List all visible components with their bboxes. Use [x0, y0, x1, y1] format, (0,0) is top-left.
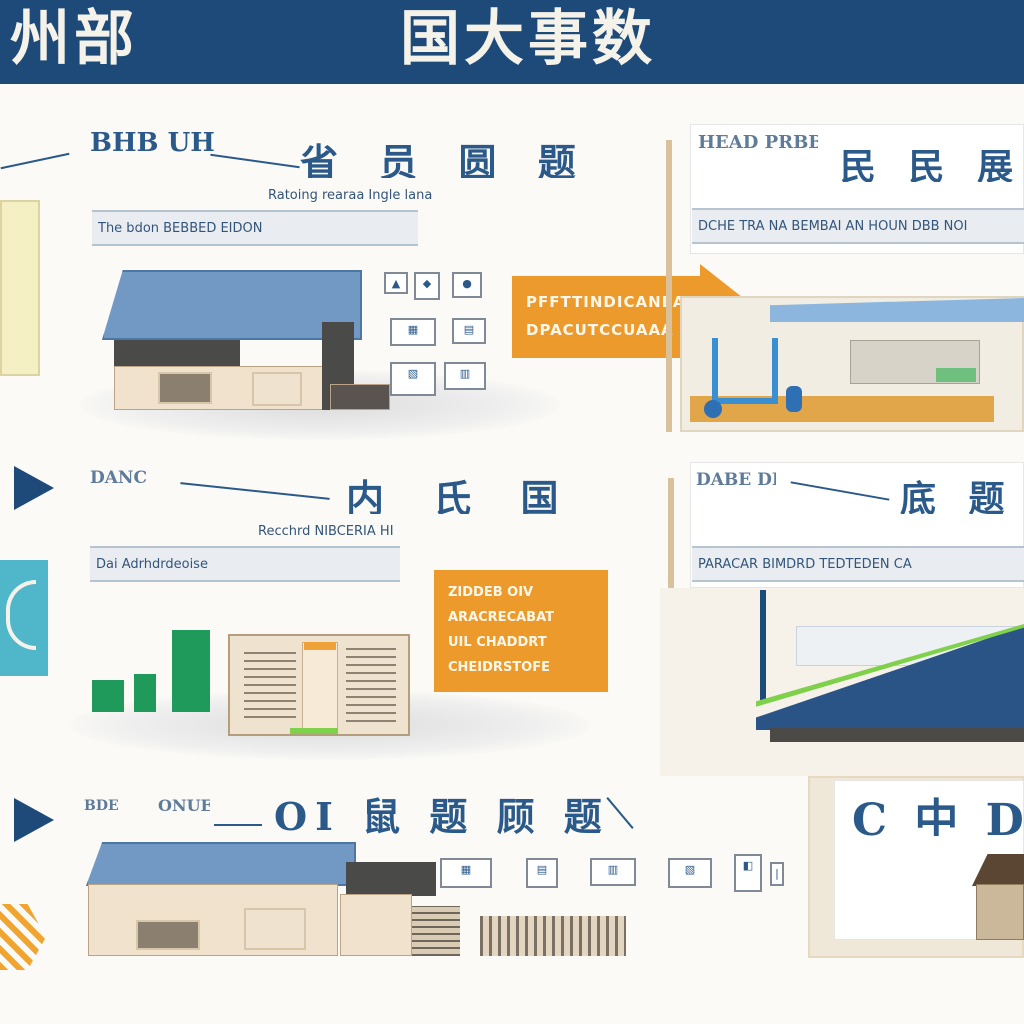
detail-tile: ▧ [390, 362, 436, 396]
cabinet-base-light [290, 728, 338, 734]
panel-post [666, 140, 672, 432]
green-bar [92, 680, 124, 712]
house-annex-roof [346, 862, 436, 896]
detail-tile: ▥ [590, 858, 636, 886]
row3-left-heading: BDE [84, 798, 119, 814]
roof-base [770, 728, 1024, 742]
scene-figure [786, 386, 802, 412]
storage-rack [480, 916, 626, 956]
row3-right-heading: C 中 D [852, 795, 1024, 836]
row2-left-strip-text: Dai Adrhdrdeoise [96, 557, 208, 572]
scene-frame [712, 338, 778, 404]
cabinet-door [302, 642, 338, 732]
scene-pole [760, 590, 766, 702]
scene-figure [704, 400, 722, 418]
header-band [0, 0, 1024, 84]
row2-left-heading: DANC [90, 468, 148, 488]
side-yellow-card [0, 200, 40, 376]
cabinet-indicator [304, 642, 336, 650]
row1-left-strip-text: The bdon BEBBED EIDON [98, 221, 263, 236]
row1-right-heading: HEAD PRBB [698, 132, 818, 153]
row1-left-heading: BHB UH [90, 128, 215, 158]
row2-right-heading: DABE DRKE [696, 470, 776, 490]
row1-right-heading-main: 民 民 展 [840, 146, 1024, 182]
connector-line [214, 824, 262, 826]
play-triangle-icon [14, 798, 54, 842]
detail-tile: ▤ [526, 858, 558, 888]
detail-tile: ▥ [444, 362, 486, 390]
detail-tile: ▧ [668, 858, 712, 888]
banner-line: DPACUTCCUAAA [526, 321, 674, 339]
house-roof [86, 842, 356, 886]
info-line: ZIDDEB OIV [448, 585, 534, 600]
detail-tile: ◆ [414, 272, 440, 300]
banner-line: PFFTTINDICANEA [526, 293, 686, 311]
row1-right-strip-text: DCHE TRA NA BEMBAI AN HOUN DBB NOI [698, 219, 968, 234]
house-annex-wall [340, 894, 412, 956]
detail-tile: ▦ [440, 858, 492, 888]
info-line: ARACRECABAT [448, 610, 554, 625]
row2-right-heading-main: 底 题 [900, 478, 1015, 514]
orange-pattern-badge [0, 904, 46, 970]
detail-tile: ▲ [384, 272, 408, 294]
row1-left-heading-main: 省 员 圆 题 [300, 140, 590, 178]
detail-tile: ◧ [734, 854, 762, 892]
info-line: CHEIDRSTOFE [448, 660, 550, 675]
detail-tile: ▤ [452, 318, 486, 344]
info-line: UIL CHADDRT [448, 635, 547, 650]
house-door [252, 372, 302, 406]
row2-left-heading-main: 内 氏 国 [346, 476, 577, 514]
cabinet-panel [244, 646, 296, 718]
house-door [244, 908, 306, 950]
house-window [136, 920, 200, 950]
cabinet-panel [346, 646, 396, 722]
detail-tile: ● [452, 272, 482, 298]
orange-info-box: ZIDDEB OIV ARACRECABAT UIL CHADDRT CHEID… [434, 570, 608, 692]
connector-line [606, 797, 634, 829]
detail-tile: | [770, 862, 784, 886]
green-bar [134, 674, 156, 712]
row3-left-heading-main: OI 鼠 题 顾 题 [274, 794, 604, 834]
connector-line [0, 152, 70, 170]
orange-arrow-banner: PFFTTINDICANEA DPACUTCCUAAA [512, 276, 702, 358]
connector-line [180, 482, 330, 500]
header-right-title: 国大事数 [400, 4, 656, 74]
house-window [158, 372, 212, 404]
green-bar [172, 630, 210, 712]
row2-left-subline: Recchrd NIBCERIA HI [258, 524, 394, 539]
header-gap [300, 0, 396, 84]
header-left-title: 州部 [10, 4, 138, 74]
mini-house-wall [976, 884, 1024, 940]
row3-left-heading-mid: ONUE [158, 796, 210, 815]
house-eave [114, 340, 240, 368]
row2-left-strip: Dai Adrhdrdeoise [90, 546, 400, 582]
storage-rack [412, 906, 460, 956]
scene-plant [936, 368, 976, 382]
detail-tile: ▦ [390, 318, 436, 346]
row1-right-strip: DCHE TRA NA BEMBAI AN HOUN DBB NOI [692, 208, 1024, 244]
play-triangle-icon [14, 466, 54, 510]
row1-left-subline: Ratoing rearaa Ingle lana [268, 188, 433, 203]
house-annex [330, 384, 390, 410]
row1-left-strip: The bdon BEBBED EIDON [92, 210, 418, 246]
row2-right-strip: PARACAR BIMDRD TEDTEDEN CA [692, 546, 1024, 582]
row2-right-strip-text: PARACAR BIMDRD TEDTEDEN CA [698, 557, 912, 572]
